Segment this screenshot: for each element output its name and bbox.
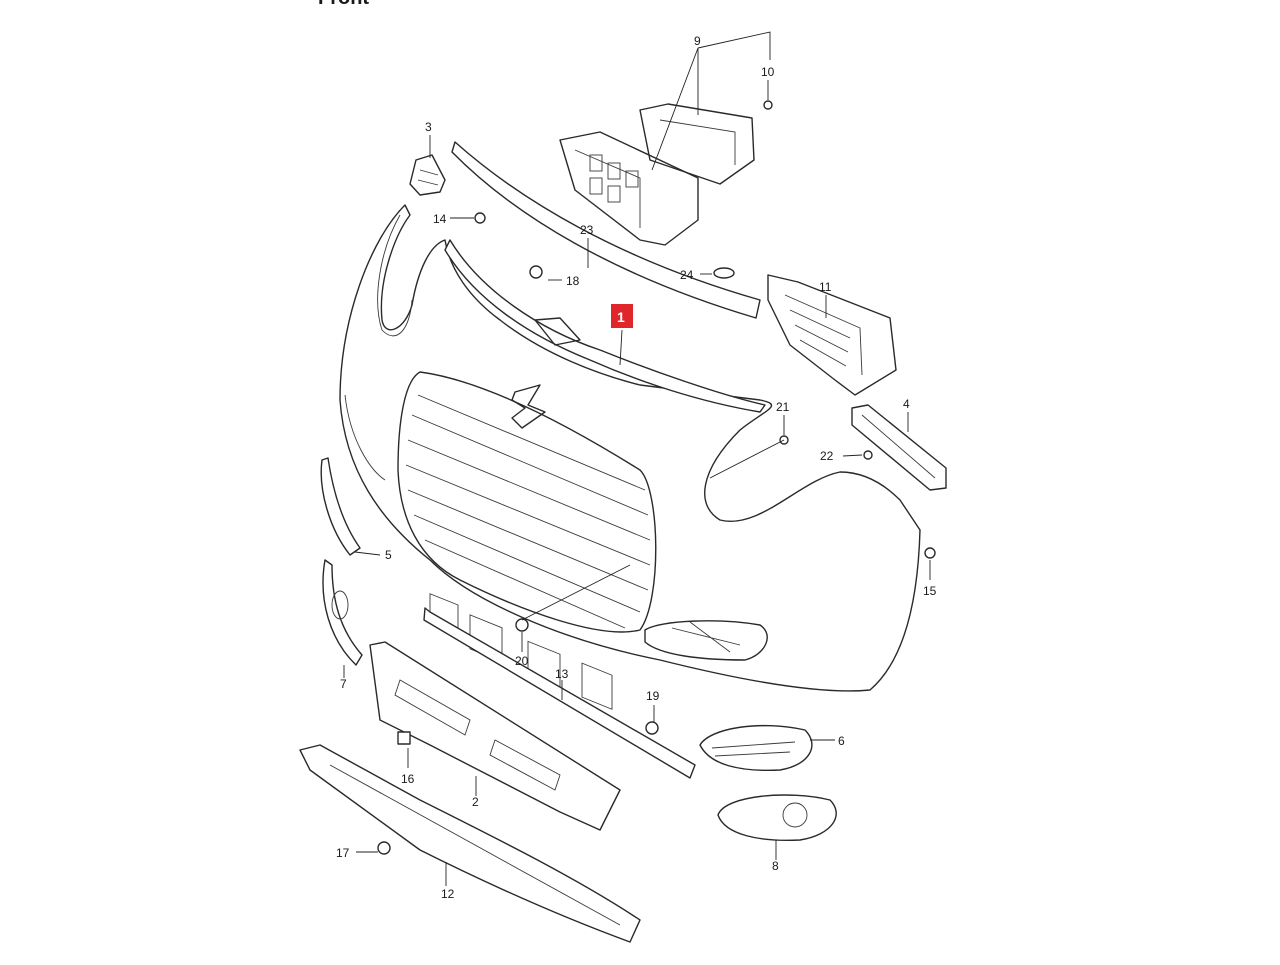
part-3-clip	[409, 154, 446, 196]
part-11-bracket	[767, 274, 897, 396]
screw-10-icon	[763, 100, 773, 110]
callout-23: 23	[580, 223, 594, 237]
callout-11: 11	[819, 280, 832, 294]
callout-labels: 9 10 3 14 23 18 24 11 21 4 22 5 15 20 7 …	[336, 34, 937, 901]
clip-17-icon	[377, 841, 391, 855]
screw-22-icon	[863, 450, 873, 460]
callout-16: 16	[401, 772, 415, 786]
callout-17: 17	[336, 846, 350, 860]
highlight-callout-1[interactable]: 1	[611, 304, 633, 328]
part-7-trim	[322, 559, 363, 666]
highlight-box	[611, 304, 633, 328]
part-8-fog-bezel	[717, 794, 837, 842]
callout-15: 15	[923, 584, 937, 598]
callout-10: 10	[761, 65, 775, 79]
nut-16-icon	[397, 731, 411, 745]
callout-14: 14	[433, 212, 447, 226]
bolt-14-icon	[474, 212, 486, 224]
bumper-top-rib	[444, 239, 766, 413]
leader-lines	[343, 31, 931, 886]
callout-5: 5	[385, 548, 392, 562]
fasteners	[377, 100, 936, 855]
callout-6: 6	[838, 734, 845, 748]
clip-24-icon	[713, 267, 735, 279]
callout-21: 21	[776, 400, 790, 414]
callout-12: 12	[441, 887, 455, 901]
part-12-under-tray	[299, 744, 641, 943]
part-9-bracket	[559, 103, 755, 246]
bolt-15-icon	[924, 547, 936, 559]
part-13-reinforcement	[423, 607, 696, 779]
highlight-label: 1	[617, 309, 625, 325]
clip-18-icon	[529, 265, 543, 279]
clip-19-icon	[645, 721, 659, 735]
callout-3: 3	[425, 120, 432, 134]
callout-7: 7	[340, 677, 347, 691]
callout-13: 13	[555, 667, 569, 681]
part-6-fog-bezel	[699, 724, 813, 772]
callout-18: 18	[566, 274, 580, 288]
part-23-strip	[451, 141, 761, 319]
callout-4: 4	[903, 397, 910, 411]
part-4-bracket	[851, 404, 947, 491]
callout-9: 9	[694, 34, 701, 48]
part-2-lower-grille	[369, 641, 621, 831]
header-fragment: Front	[318, 0, 369, 9]
callout-24: 24	[680, 268, 694, 282]
callout-19: 19	[646, 689, 660, 703]
callout-22: 22	[820, 449, 834, 463]
callout-2: 2	[472, 795, 479, 809]
part-1-bumper-cover	[339, 204, 921, 710]
part-5-trim	[320, 457, 361, 556]
clip-20-icon	[515, 618, 529, 632]
callout-8: 8	[772, 859, 779, 873]
callout-20: 20	[515, 654, 529, 668]
